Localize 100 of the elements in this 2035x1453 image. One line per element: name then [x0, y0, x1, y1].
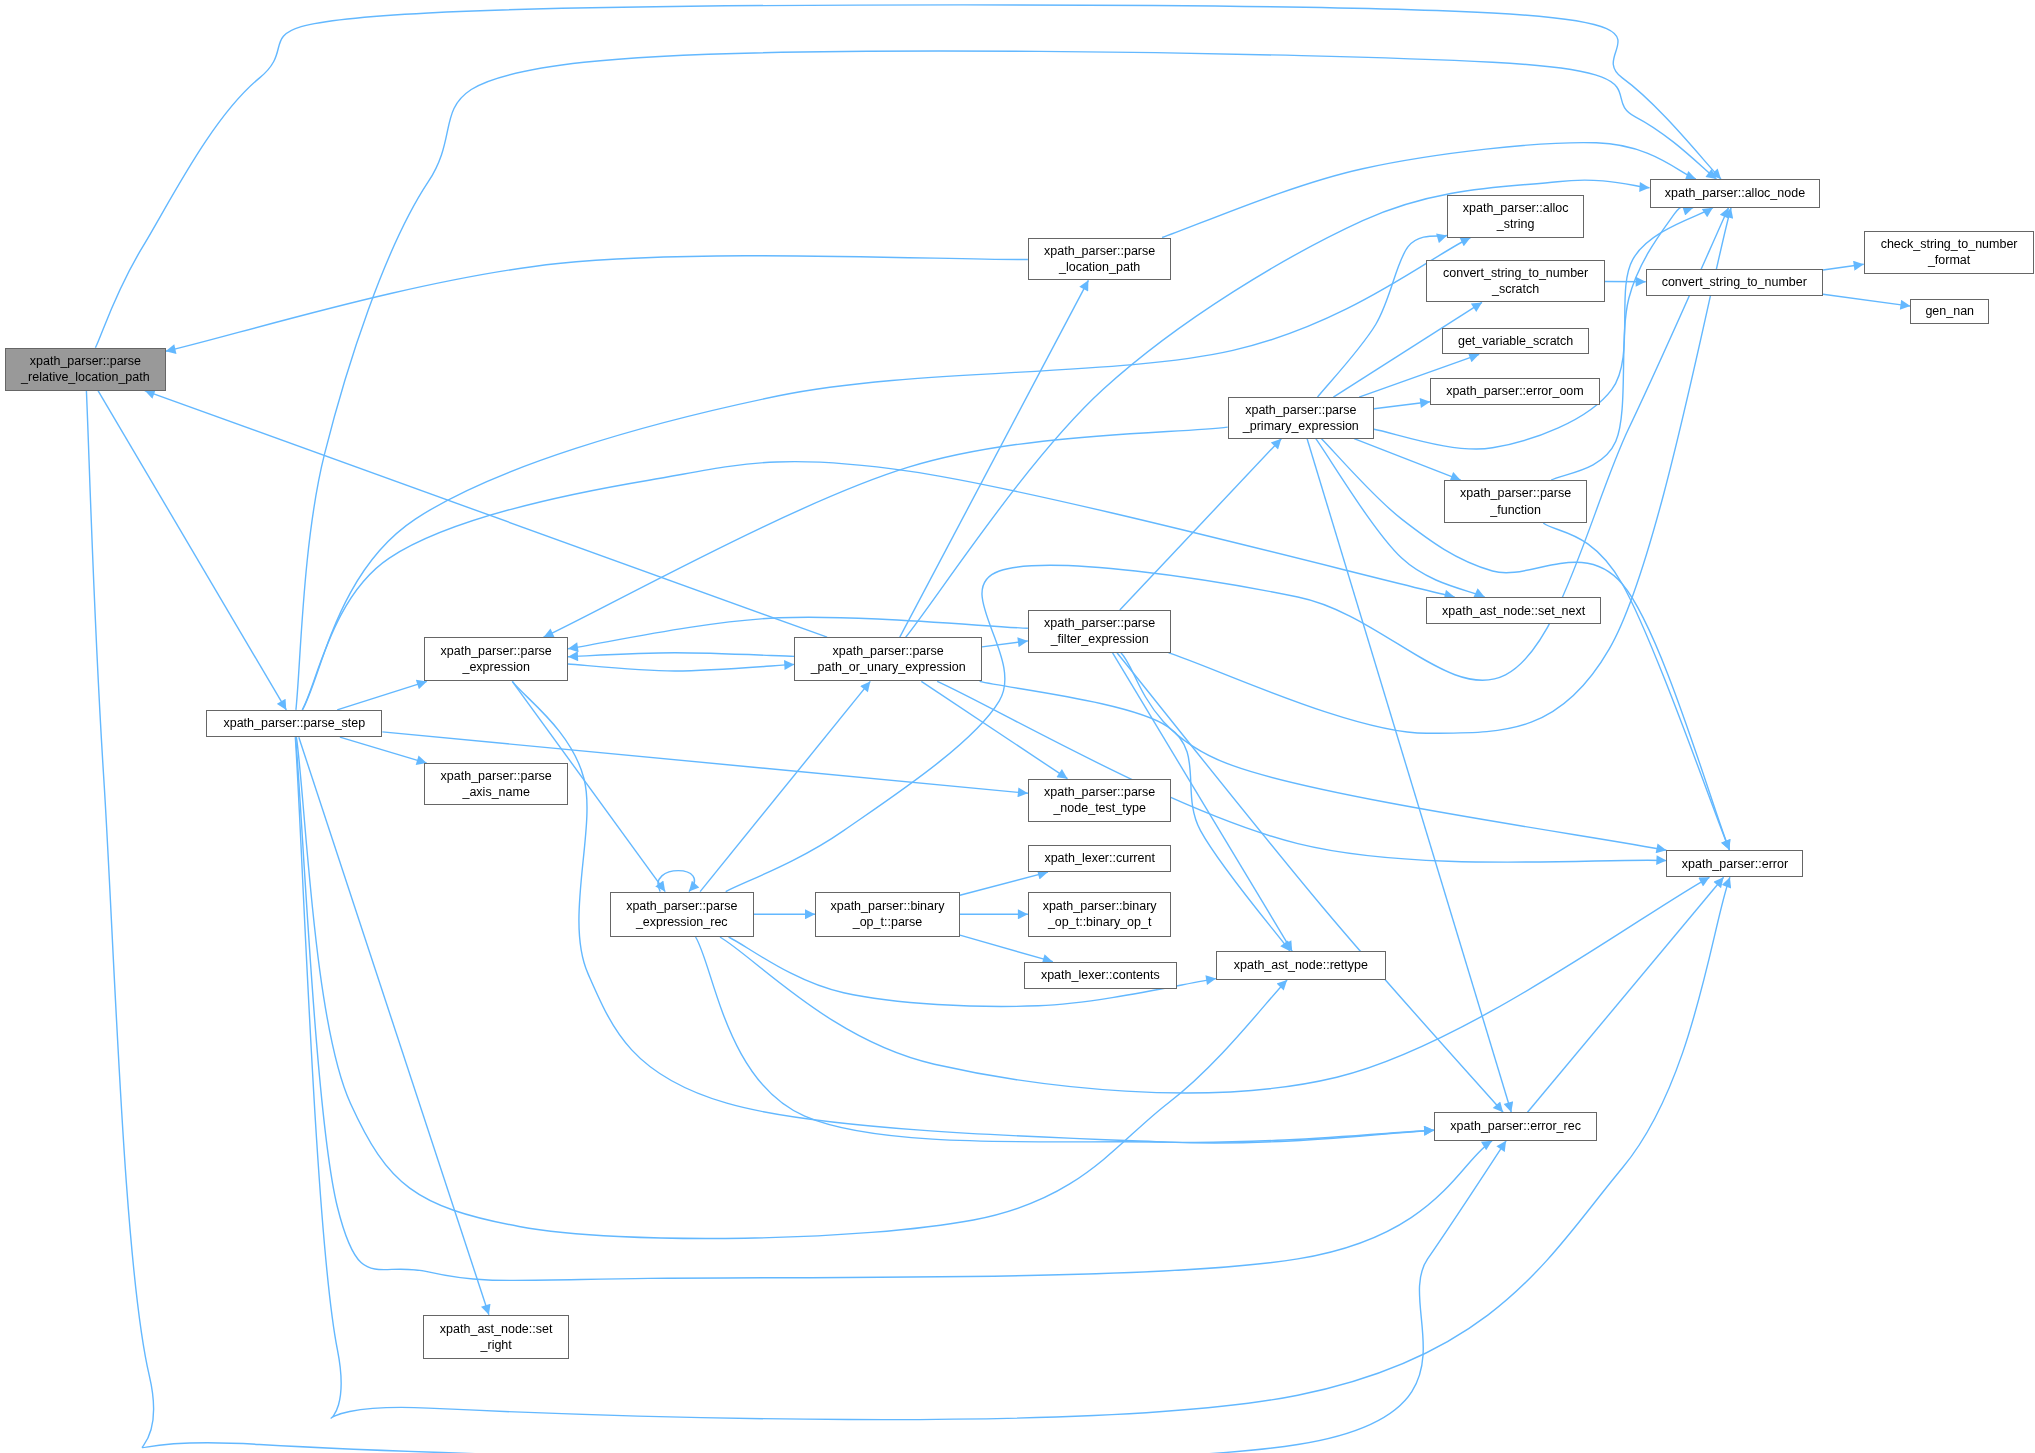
call-arrow [1316, 232, 1448, 398]
function-name: xpath_ast_node::set_next [1442, 602, 1586, 619]
call-arrow [959, 934, 1054, 964]
call-arrow [1111, 652, 1293, 952]
function-box [1910, 298, 1990, 325]
call-arrow [85, 389, 1507, 1453]
function-name: xpath_parser::parse _expression_rec [625, 898, 739, 931]
function-box [1027, 609, 1172, 653]
call-arrow [1542, 522, 1731, 851]
call-arrow [301, 460, 1456, 711]
function-box [424, 637, 568, 682]
function-box [1649, 179, 1821, 208]
call-arrow [1604, 276, 1647, 287]
function-name: check_string_to_number _format [1879, 236, 2019, 269]
function-box [1430, 377, 1600, 405]
call-arrow [1116, 652, 1504, 1113]
call-arrow [959, 909, 1029, 920]
function-name: xpath_parser::parse _filter_expression [1043, 615, 1157, 648]
function-name: xpath_parser::binary _op_t::parse [829, 898, 946, 931]
function-box [1227, 397, 1374, 439]
function-box [1447, 194, 1585, 238]
call-arrow [97, 389, 287, 711]
function-box [1027, 891, 1172, 938]
function-box [1426, 597, 1601, 625]
function-box [1024, 961, 1177, 989]
function-name: xpath_parser::parse _location_path [1043, 242, 1157, 276]
call-arrow [295, 50, 1718, 711]
call-arrow [567, 616, 1029, 653]
function-name: xpath_lexer::current [1044, 850, 1155, 867]
function-name: xpath_parser::error [1681, 855, 1789, 872]
function-name: xpath_parser::parse _primary_expression [1241, 401, 1360, 435]
call-arrow [1315, 438, 1486, 598]
function-name: xpath_parser::error_oom [1446, 383, 1584, 400]
function-name: convert_string_to_number [1661, 274, 1807, 291]
function-box [423, 1314, 570, 1359]
call-arrow [294, 736, 1732, 1421]
call-arrow [381, 731, 1029, 798]
call-arrow [164, 255, 1029, 354]
call-arrow [1373, 207, 1714, 450]
call-arrow [978, 680, 1291, 952]
call-arrow [1120, 652, 1668, 854]
function-name: xpath_parser::binary _op_t::binary_op_t [1041, 898, 1158, 931]
call-arrow [1119, 438, 1282, 611]
call-arrow [295, 736, 1288, 1240]
call-arrow [719, 876, 1711, 1094]
function-name: xpath_parser::parse _path_or_unary_expression [809, 643, 967, 676]
call-arrow [1358, 352, 1480, 398]
call-arrow [1373, 398, 1431, 410]
function-name: convert_string_to_number _scratch [1442, 264, 1590, 298]
call-arrow [567, 651, 795, 662]
call-arrow [567, 660, 795, 672]
call-arrow [694, 936, 1435, 1144]
function-box [1863, 231, 2035, 274]
function-name: xpath_lexer::contents [1040, 967, 1160, 984]
function-name: xpath_parser::error_rec [1450, 1118, 1581, 1135]
function-box [1645, 268, 1823, 296]
call-arrow [1353, 438, 1462, 482]
function-name: get_variable_scratch [1457, 333, 1574, 350]
function-name: xpath_parser::parse _node_test_type [1043, 783, 1157, 817]
function-name: xpath_ast_node::set _right [438, 1320, 554, 1353]
call-arrow [144, 389, 828, 638]
call-arrow [339, 736, 428, 766]
function-box [1426, 259, 1605, 303]
call-arrow [336, 679, 428, 711]
function-box [609, 891, 754, 938]
function-box [1027, 778, 1172, 822]
function-name: xpath_parser::alloc _string [1461, 199, 1570, 233]
function-box [424, 763, 568, 805]
function-name: gen_nan [1925, 303, 1975, 320]
call-arrow [1161, 141, 1697, 239]
function-box [1666, 850, 1804, 878]
function-name: xpath_parser::parse _relative_location_path [20, 352, 151, 386]
function-name: xpath_ast_node::rettype [1233, 957, 1368, 974]
function-name: xpath_parser::parse _function [1459, 485, 1573, 518]
call-arrow [899, 279, 1090, 638]
call-arrow [1822, 260, 1865, 271]
call-arrow [542, 426, 1229, 638]
call-arrow [699, 680, 871, 893]
function-box [1216, 951, 1386, 980]
call-arrow [727, 936, 1217, 1008]
function-name: xpath_parser::alloc_node [1664, 185, 1806, 202]
function-box [1027, 844, 1172, 873]
call-arrow [752, 909, 816, 920]
function-box [1444, 480, 1587, 523]
call-arrow [94, 4, 1722, 349]
call-arrow [1822, 293, 1912, 310]
function-box [1441, 328, 1590, 355]
function-name: xpath_parser::parse _axis_name [439, 767, 553, 801]
function-box [1434, 1112, 1598, 1141]
call-arrow [920, 680, 1069, 780]
function-box [206, 709, 383, 738]
function-name: xpath_parser::parse_step [223, 715, 366, 732]
call-arrow [905, 179, 1651, 638]
call-arrow [1167, 207, 1734, 734]
call-arrow [936, 680, 1668, 866]
call-arrow [725, 207, 1730, 893]
call-arrow [298, 736, 491, 1316]
function-box [1027, 237, 1172, 281]
call-arrow [981, 637, 1029, 648]
function-box [815, 891, 960, 938]
